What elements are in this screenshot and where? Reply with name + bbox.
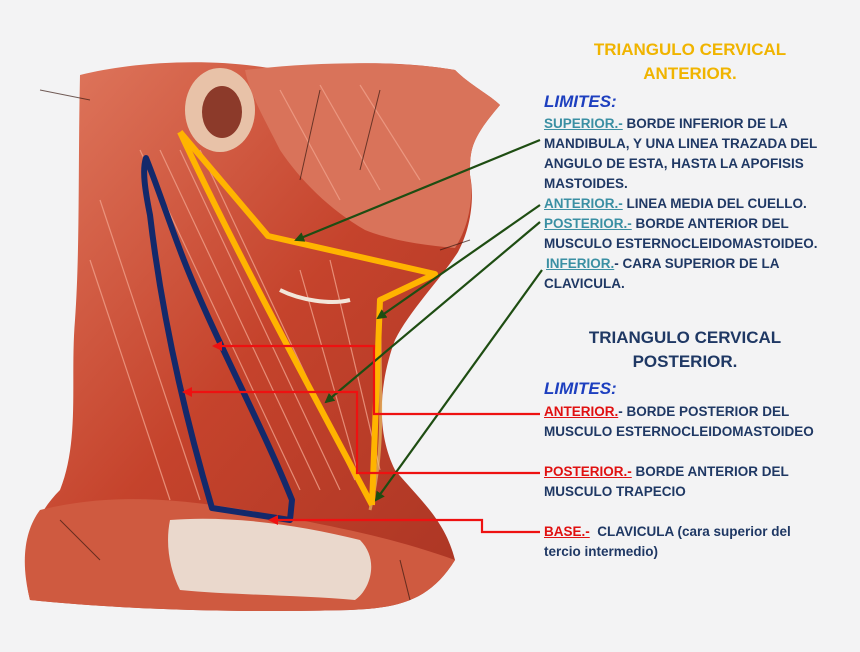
- base-label: BASE.-: [544, 524, 590, 539]
- posterior-triangle-outline: [141, 155, 295, 523]
- superior-text-1: BORDE INFERIOR DE LA: [622, 116, 788, 131]
- anterior-limit-arrows: [294, 138, 543, 502]
- posterior-text-2: MUSCULO ESTERNOCLEIDOMASTOIDEO.: [544, 236, 818, 251]
- posterior-title-line-1: TRIANGULO CERVICAL: [588, 328, 782, 347]
- superior-text-2: MANDIBULA, Y UNA LINEA TRAZADA DEL: [544, 136, 818, 151]
- posterior-title-line-2: POSTERIOR.: [632, 352, 738, 371]
- neck-silhouette: [24, 62, 500, 611]
- anterior-inferior-limit: INFERIOR.- CARA SUPERIOR DE LA CLAVICULA…: [544, 254, 846, 294]
- posterior-triangle-title: TRIANGULO CERVICAL POSTERIOR.: [560, 326, 810, 374]
- posterior-posterior-limit: POSTERIOR.- BORDE ANTERIOR DEL MUSCULO T…: [544, 462, 844, 502]
- anterior-triangle-title: TRIANGULO CERVICAL ANTERIOR.: [555, 38, 825, 86]
- posterior-label: POSTERIOR.-: [544, 216, 632, 231]
- superior-text-4: MASTOIDES.: [544, 176, 628, 191]
- anterior-limits-heading: LIMITES:: [544, 92, 617, 111]
- posterior-limit-arrows: [182, 341, 540, 534]
- anterior-triangle-outline: [177, 130, 438, 506]
- anterior-superior-limit: SUPERIOR.- BORDE INFERIOR DE LA MANDIBUL…: [544, 114, 844, 194]
- anterior-title-line-2: ANTERIOR.: [643, 64, 737, 83]
- anterior-posterior-limit: POSTERIOR.- BORDE ANTERIOR DEL MUSCULO E…: [544, 214, 844, 254]
- inferior-text-2: CLAVICULA.: [544, 276, 625, 291]
- post-posterior-text-1: BORDE ANTERIOR DEL: [631, 464, 789, 479]
- post-anterior-label: ANTERIOR.: [544, 404, 619, 419]
- base-text-1: CLAVICULA (cara superior del: [589, 524, 791, 539]
- base-text-2: tercio intermedio): [544, 544, 659, 559]
- post-anterior-text-2: MUSCULO ESTERNOCLEIDOMASTOIDEO: [544, 424, 814, 439]
- posterior-limits-heading: LIMITES:: [544, 379, 617, 398]
- inferior-text-1: - CARA SUPERIOR DE LA: [614, 256, 780, 271]
- inferior-label: INFERIOR.: [546, 256, 615, 271]
- post-anterior-text-1: - BORDE POSTERIOR DEL: [618, 404, 790, 419]
- post-posterior-text-2: MUSCULO TRAPECIO: [544, 484, 686, 499]
- post-posterior-label: POSTERIOR.-: [544, 464, 632, 479]
- posterior-anterior-limit: ANTERIOR.- BORDE POSTERIOR DEL MUSCULO E…: [544, 402, 844, 442]
- superior-label: SUPERIOR.-: [544, 116, 623, 131]
- anterior-label: ANTERIOR.-: [544, 196, 623, 211]
- posterior-base-limit: BASE.- CLAVICULA (cara superior del terc…: [544, 522, 844, 562]
- superior-text-3: ANGULO DE ESTA, HASTA LA APOFISIS: [544, 156, 804, 171]
- posterior-text-1: BORDE ANTERIOR DEL: [631, 216, 789, 231]
- anterior-title-line-1: TRIANGULO CERVICAL: [593, 40, 787, 59]
- anterior-text: LINEA MEDIA DEL CUELLO.: [622, 196, 807, 211]
- anterior-anterior-limit: ANTERIOR.- LINEA MEDIA DEL CUELLO.: [544, 194, 844, 214]
